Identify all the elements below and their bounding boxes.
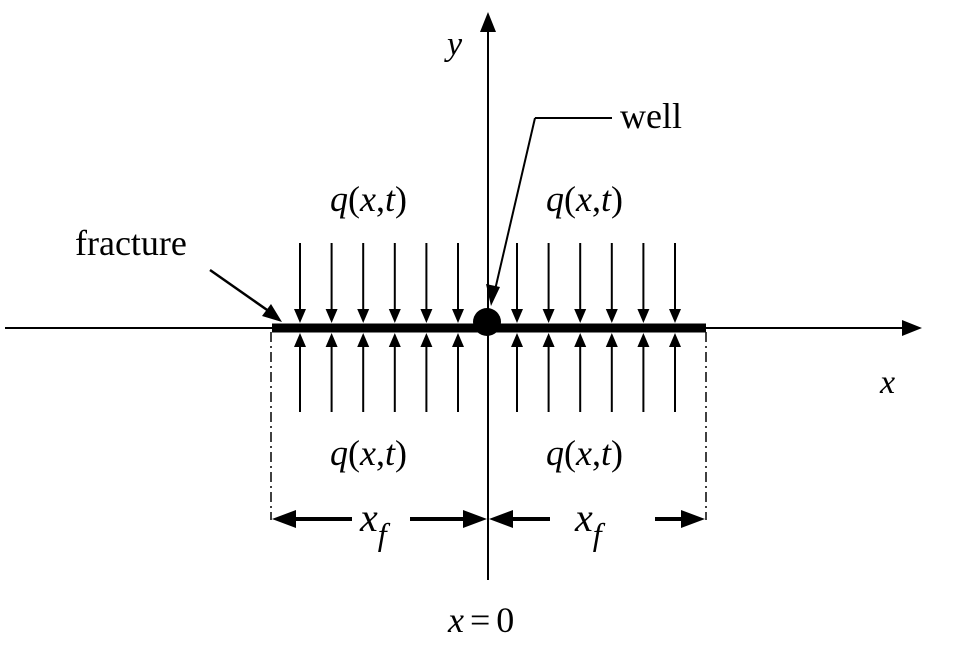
flux-arrow-top-left-6 [452, 243, 464, 323]
flux-arrow-bottom-right-1 [511, 333, 523, 412]
flux-arrow-bottom-right-2 [542, 333, 555, 412]
flux-arrow-top-left-2 [325, 243, 338, 323]
flux-arrow-top-left-5 [420, 243, 433, 323]
fracture-leader [209, 268, 282, 322]
flux-arrow-top-right-2 [542, 243, 555, 323]
flux-arrow-top-left-4 [388, 243, 401, 323]
half-length-label-left: xf [359, 495, 391, 552]
left-dimension-arrow [272, 510, 487, 528]
flux-arrow-bottom-left-3 [357, 333, 370, 412]
flux-arrow-top-left-1 [294, 243, 306, 323]
flux-label-top-right: q(x,t) [546, 179, 623, 219]
flux-arrow-bottom-right-4 [605, 333, 618, 412]
flux-label-top-left: q(x,t) [330, 179, 407, 219]
well-label: well [620, 96, 682, 136]
flux-arrow-bottom-right-3 [574, 333, 587, 412]
fracture-label: fracture [75, 223, 187, 263]
flux-arrow-top-right-6 [669, 243, 681, 323]
flux-label-bottom-left: q(x,t) [330, 433, 407, 473]
flux-arrow-top-right-1 [511, 243, 523, 323]
flux-arrow-bottom-left-5 [420, 333, 433, 412]
well-leader [486, 117, 612, 306]
right-dimension-arrow [489, 510, 705, 528]
flux-arrow-top-right-5 [637, 243, 650, 323]
flux-arrow-bottom-left-1 [294, 333, 306, 412]
flux-arrow-bottom-left-6 [452, 333, 464, 412]
y-axis-label: y [444, 26, 463, 63]
flux-arrows [294, 243, 681, 412]
y-axis-arrowhead [480, 12, 496, 32]
flux-arrow-bottom-left-2 [325, 333, 338, 412]
flux-arrow-top-right-3 [574, 243, 587, 323]
flux-arrow-bottom-right-5 [637, 333, 650, 412]
flux-arrow-top-left-3 [357, 243, 370, 323]
flux-label-bottom-right: q(x,t) [546, 433, 623, 473]
half-length-label-right: xf [574, 495, 606, 552]
flux-arrow-bottom-left-4 [388, 333, 401, 412]
flux-arrow-bottom-right-6 [669, 333, 681, 412]
well-dot [473, 308, 501, 336]
flux-arrow-top-right-4 [605, 243, 618, 323]
x-axis-arrowhead [902, 320, 922, 336]
origin-label: x=0 [447, 600, 514, 640]
x-axis-label: x [879, 364, 895, 401]
